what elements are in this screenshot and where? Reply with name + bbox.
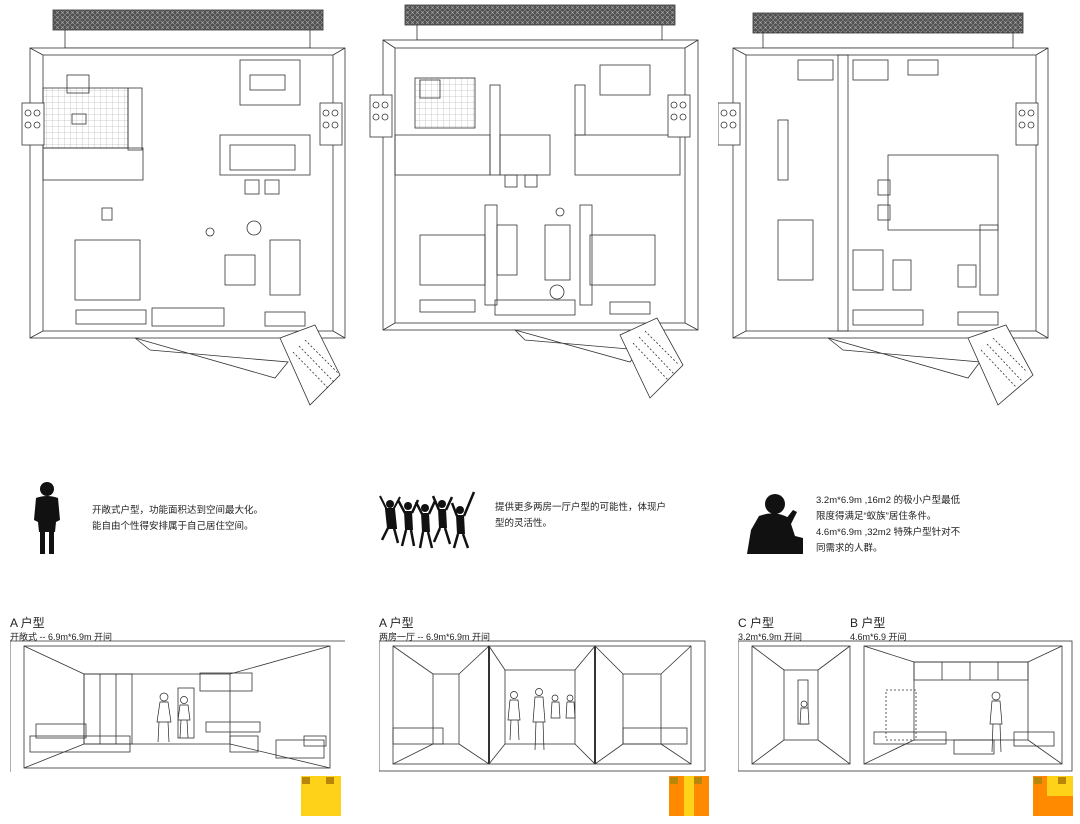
floor-plan-open-layout <box>10 0 355 410</box>
sitting-person-silhouette-icon <box>745 490 805 560</box>
unit-tile-c-b <box>1033 776 1073 821</box>
section-title-a-two-room: A 户型 <box>379 616 414 630</box>
desc-line: 3.2m*6.9m ,16m2 的极小户型最低 <box>816 495 961 506</box>
section-subtitle-a-open: 开敞式 -- 6.9m*6.9m 开间 <box>10 632 113 642</box>
desc-line: 能自由个性得安排属于自己居住空间。 <box>92 521 254 532</box>
desc-line: 开敞式户型，功能面积达到空间最大化。 <box>92 505 264 516</box>
solar-panel <box>404 4 676 26</box>
solar-panel <box>752 12 1024 34</box>
floor-plan-c-b-units <box>718 0 1073 410</box>
unit-tile-a-open <box>301 776 341 821</box>
balcony <box>827 337 981 379</box>
balcony <box>134 337 289 379</box>
desc-line: 提供更多两房一厅户型的可能性，体现户 <box>495 502 667 513</box>
section-drawing-a-two-room <box>378 640 706 777</box>
section-subtitle-a-two-room: 两房一厅 -- 6.9m*6.9m 开间 <box>379 632 491 642</box>
desc-c-b-units: 3.2m*6.9m ,16m2 的极小户型最低 限度得满足“蚁族”居住条件。 4… <box>816 493 1076 557</box>
section-subtitle-b: 4.6m*6.9 开间 <box>850 632 907 642</box>
desc-line: 同需求的人群。 <box>816 543 883 554</box>
section-title-b: B 户型 <box>850 616 886 630</box>
jumping-people-silhouette-icon <box>378 488 483 555</box>
bathroom <box>42 87 129 149</box>
desc-line: 4.6m*6.9m ,32m2 特殊户型针对不 <box>816 527 961 538</box>
section-title-c: C 户型 <box>738 616 775 630</box>
section-drawing-a-open <box>9 640 345 777</box>
desc-two-room: 提供更多两房一厅户型的可能性，体现户 型的灵活性。 <box>495 500 715 532</box>
solar-panel <box>52 9 324 31</box>
person-silhouette-icon <box>30 480 64 560</box>
section-title-a-open: A 户型 <box>10 616 45 630</box>
bathroom <box>414 77 476 129</box>
unit-tile-a-two-room <box>669 776 709 821</box>
floor-plan-two-room <box>365 0 710 410</box>
desc-open-layout: 开敞式户型，功能面积达到空间最大化。 能自由个性得安排属于自己居住空间。 <box>92 503 352 535</box>
desc-line: 型的灵活性。 <box>495 518 553 529</box>
desc-line: 限度得满足“蚁族”居住条件。 <box>816 511 937 522</box>
section-subtitle-c: 3.2m*6.9m 开间 <box>738 632 803 642</box>
section-drawing-c-b <box>737 640 1073 777</box>
bed <box>74 239 141 301</box>
